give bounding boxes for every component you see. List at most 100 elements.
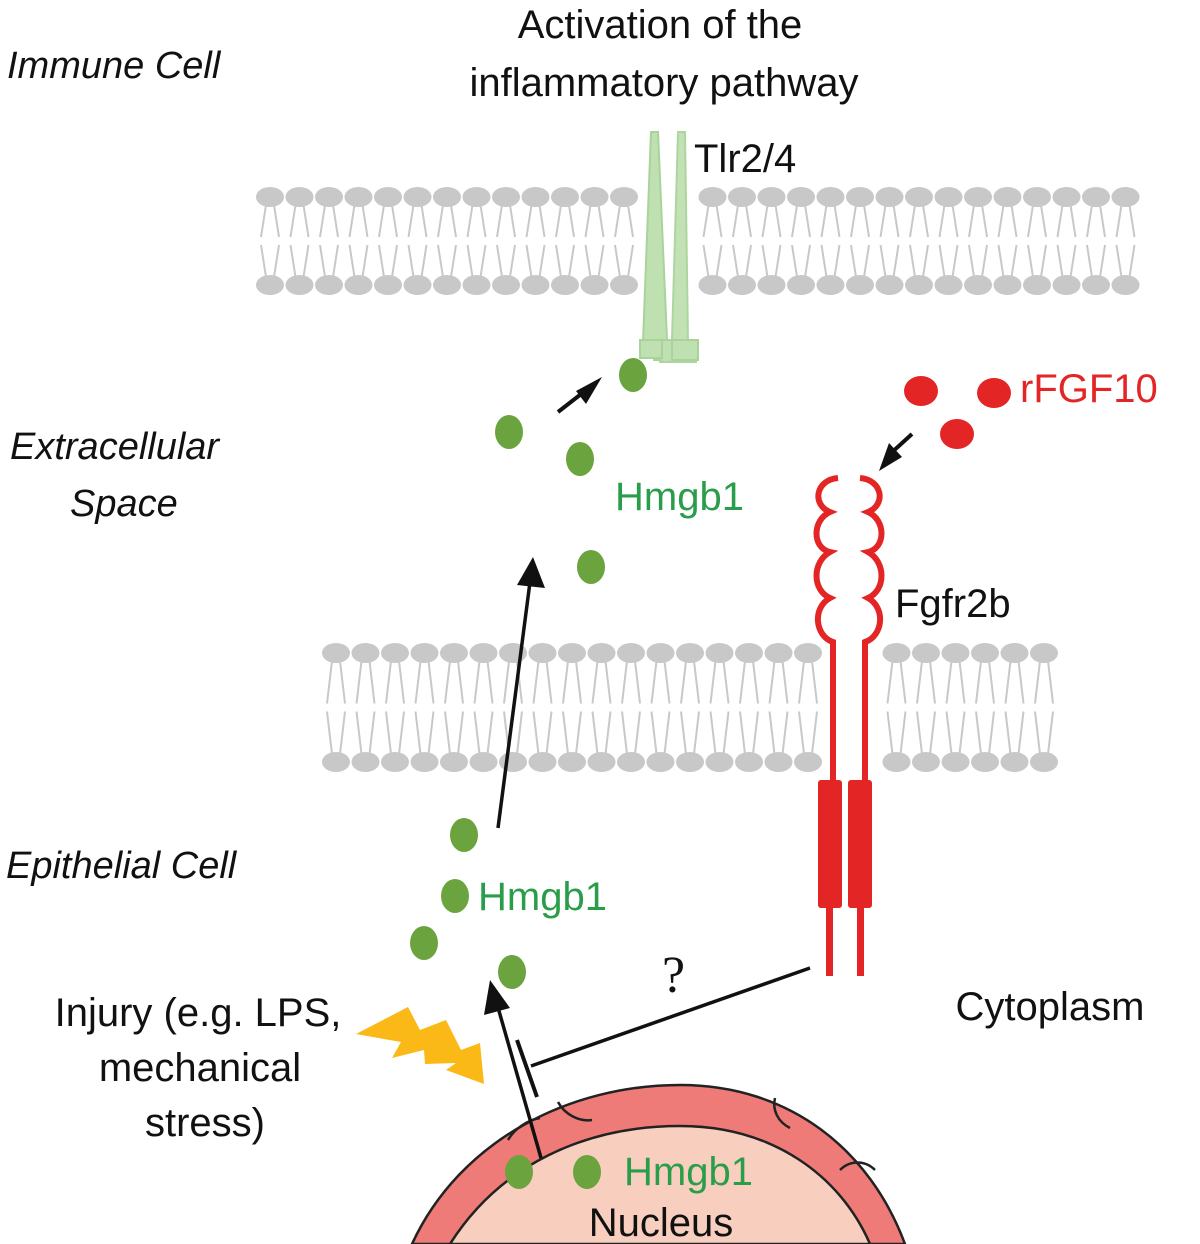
lipid-tail — [503, 660, 523, 755]
lipid-tail — [1056, 204, 1077, 278]
lipid-tail — [650, 660, 671, 755]
lipid-head — [757, 187, 786, 207]
lipid-head — [794, 752, 822, 772]
lipid-tail — [562, 660, 582, 755]
lipid-head — [462, 187, 491, 207]
lipid-head — [705, 643, 734, 663]
lipid-head — [875, 275, 904, 295]
lipid-tail — [916, 660, 936, 755]
lipid-head — [764, 643, 793, 663]
lipid-tail — [532, 660, 553, 755]
lipid-tail — [1086, 204, 1106, 278]
lipid-head — [469, 752, 498, 772]
activation-label-line1: Activation of the — [518, 3, 803, 47]
unknown-mechanism-label: ? — [662, 947, 685, 1004]
lipid-head — [351, 643, 380, 663]
lipid-head — [882, 752, 911, 772]
lipid-head — [440, 643, 468, 663]
lipid-head — [315, 187, 343, 207]
lipid-head — [381, 752, 409, 772]
lipid-head — [676, 752, 704, 772]
lipid-head — [964, 187, 992, 207]
lipid-head — [816, 187, 845, 207]
lipid-head — [1082, 275, 1110, 295]
lipid-head — [528, 643, 557, 663]
lipid-head — [469, 643, 498, 663]
lipid-head — [551, 275, 579, 295]
lipid-head — [587, 643, 616, 663]
lipid-head — [410, 752, 439, 772]
lipid-tail — [702, 204, 723, 278]
lipid-tail — [709, 660, 730, 755]
lipid-tail — [997, 204, 1018, 278]
lipid-head — [322, 752, 350, 772]
lipid-head — [462, 275, 491, 295]
lipid-tail — [798, 660, 818, 755]
lightning-bolt-icon — [356, 1007, 484, 1084]
lipid-head — [875, 187, 904, 207]
rfgf10-molecules — [904, 376, 1011, 449]
lipid-head — [698, 275, 727, 295]
lipid-head — [587, 752, 616, 772]
lipid-head — [610, 275, 638, 295]
lipid-tail — [289, 204, 310, 278]
lipid-tail — [1027, 204, 1047, 278]
lipid-head — [846, 187, 874, 207]
extracellular-label-line1: Extracellular — [10, 426, 220, 468]
lipid-tail — [525, 204, 546, 278]
lipid-head — [580, 187, 609, 207]
lipid-head — [410, 643, 439, 663]
lipid-head — [934, 187, 963, 207]
lipid-tail — [1004, 660, 1025, 755]
lipid-tail — [584, 204, 605, 278]
lipid-tail — [761, 204, 782, 278]
lipid-tail — [414, 660, 435, 755]
lipid-tail — [355, 660, 376, 755]
lipid-head — [705, 752, 734, 772]
injury-label-line1: Injury (e.g. LPS, — [55, 991, 342, 1035]
lipid-tail — [739, 660, 759, 755]
lipid-tail — [1034, 660, 1054, 755]
lipid-tail — [791, 204, 811, 278]
lipid-tail — [680, 660, 700, 755]
fgfr2b-receptor — [813, 475, 885, 976]
lipid-tail — [879, 204, 900, 278]
lipid-tail — [768, 660, 789, 755]
lipid-head — [794, 643, 822, 663]
lipid-head — [1082, 187, 1110, 207]
nucleus-label: Nucleus — [589, 1201, 734, 1244]
lipid-head — [617, 643, 645, 663]
hmgb1-molecules — [410, 358, 647, 989]
lipid-head — [256, 187, 284, 207]
lipid-tail — [378, 204, 398, 278]
lipid-head — [1052, 187, 1081, 207]
lipid-head — [528, 752, 557, 772]
lipid-tail — [407, 204, 428, 278]
lipid-head — [971, 643, 999, 663]
immune-cell-membrane — [256, 187, 1140, 295]
lipid-head — [735, 643, 763, 663]
lipid-head — [558, 752, 586, 772]
lipid-head — [433, 187, 461, 207]
lipid-tail — [496, 204, 516, 278]
lipid-head — [351, 752, 380, 772]
lipid-head — [558, 643, 586, 663]
nucleus — [410, 1083, 907, 1244]
lipid-head — [728, 275, 756, 295]
t-bar-inhibition-icon — [515, 966, 811, 1098]
lipid-head — [521, 275, 550, 295]
lipid-tail — [466, 204, 487, 278]
lipid-head — [344, 187, 373, 207]
lipid-head — [941, 752, 970, 772]
lipid-head — [499, 752, 527, 772]
lipid-head — [344, 275, 373, 295]
lipid-head — [934, 275, 963, 295]
lipid-head — [322, 643, 350, 663]
lipid-head — [787, 187, 815, 207]
lipid-head — [285, 275, 314, 295]
lipid-head — [993, 275, 1022, 295]
lipid-head — [1030, 643, 1058, 663]
lipid-head — [905, 275, 933, 295]
lipid-head — [610, 187, 638, 207]
